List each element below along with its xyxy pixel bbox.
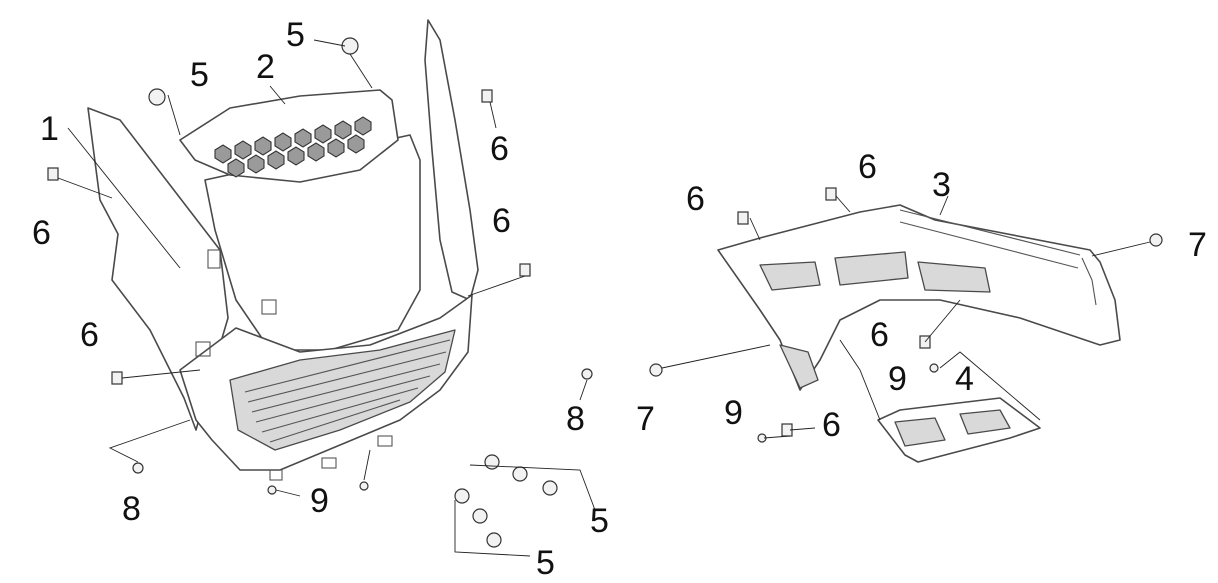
callout-6-g: 6 — [870, 316, 889, 354]
callout-5-a: 5 — [190, 56, 209, 94]
inner-cover-part-3 — [717, 204, 1121, 391]
callout-3: 3 — [932, 166, 951, 204]
callout-9-c: 9 — [724, 394, 743, 432]
callout-6-e: 6 — [686, 180, 705, 218]
leader-lines — [57, 39, 1151, 557]
callout-5-b: 5 — [286, 16, 305, 54]
callout-1: 1 — [40, 110, 59, 148]
callout-6-c: 6 — [492, 202, 511, 240]
callout-6-f: 6 — [858, 148, 877, 186]
callout-8-a: 8 — [566, 400, 585, 438]
honeycomb-cells — [214, 116, 372, 178]
callout-6-b: 6 — [490, 130, 509, 168]
fasteners — [47, 37, 1163, 548]
honeycomb-lens-part-2 — [179, 89, 399, 183]
callout-6-d: 6 — [80, 316, 99, 354]
callout-2: 2 — [256, 48, 275, 86]
callout-7-b: 7 — [1188, 226, 1207, 264]
callout-5-d: 5 — [536, 544, 555, 582]
grille-slats — [244, 339, 451, 443]
callout-8-b: 8 — [122, 490, 141, 528]
callout-6-h: 6 — [822, 406, 841, 444]
callout-5-c: 5 — [590, 502, 609, 540]
callout-9-b: 9 — [888, 360, 907, 398]
callout-7-a: 7 — [636, 400, 655, 438]
callout-9-a: 9 — [310, 482, 329, 520]
front-cover-part-1 — [87, 19, 479, 481]
callout-6-a: 6 — [32, 214, 51, 252]
pocket-panel-part-4 — [877, 397, 1041, 463]
callout-4: 4 — [955, 360, 974, 398]
